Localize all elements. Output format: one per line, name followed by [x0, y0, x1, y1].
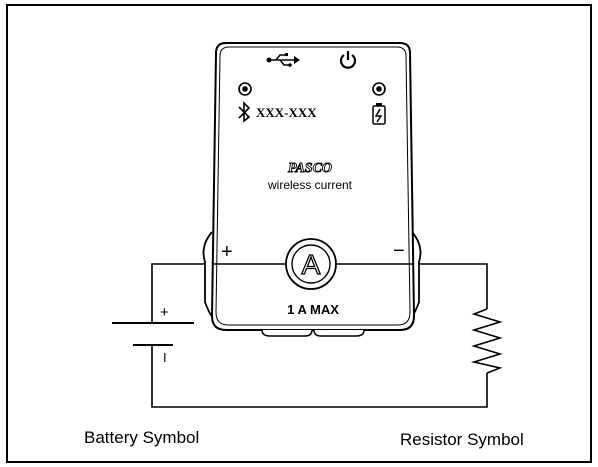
ammeter-letter: A [302, 249, 321, 280]
battery-symbol-caption: Battery Symbol [84, 428, 200, 447]
device-id-label: XXX-XXX [256, 105, 317, 120]
battery-minus-sign: I [163, 350, 167, 365]
power-icon [339, 51, 357, 69]
status-led-right [372, 82, 386, 96]
bluetooth-icon [238, 101, 251, 123]
resistor-symbol [470, 308, 503, 374]
circuit-wires [151, 263, 488, 408]
positive-terminal-label: + [221, 241, 233, 263]
resistor-symbol-caption: Resistor Symbol [400, 430, 524, 449]
current-rating-label: 1 A MAX [287, 302, 339, 317]
battery-symbol [112, 322, 194, 346]
product-name: wireless current [267, 178, 353, 192]
brand-logo: PASCO [288, 161, 332, 176]
negative-terminal-label: − [393, 240, 405, 262]
battery-plus-sign: + [160, 304, 169, 321]
sensor-device [202, 42, 422, 337]
battery-charging-icon [372, 103, 386, 125]
usb-icon [266, 53, 300, 67]
status-led-left [238, 82, 252, 96]
ammeter-symbol [285, 238, 337, 290]
